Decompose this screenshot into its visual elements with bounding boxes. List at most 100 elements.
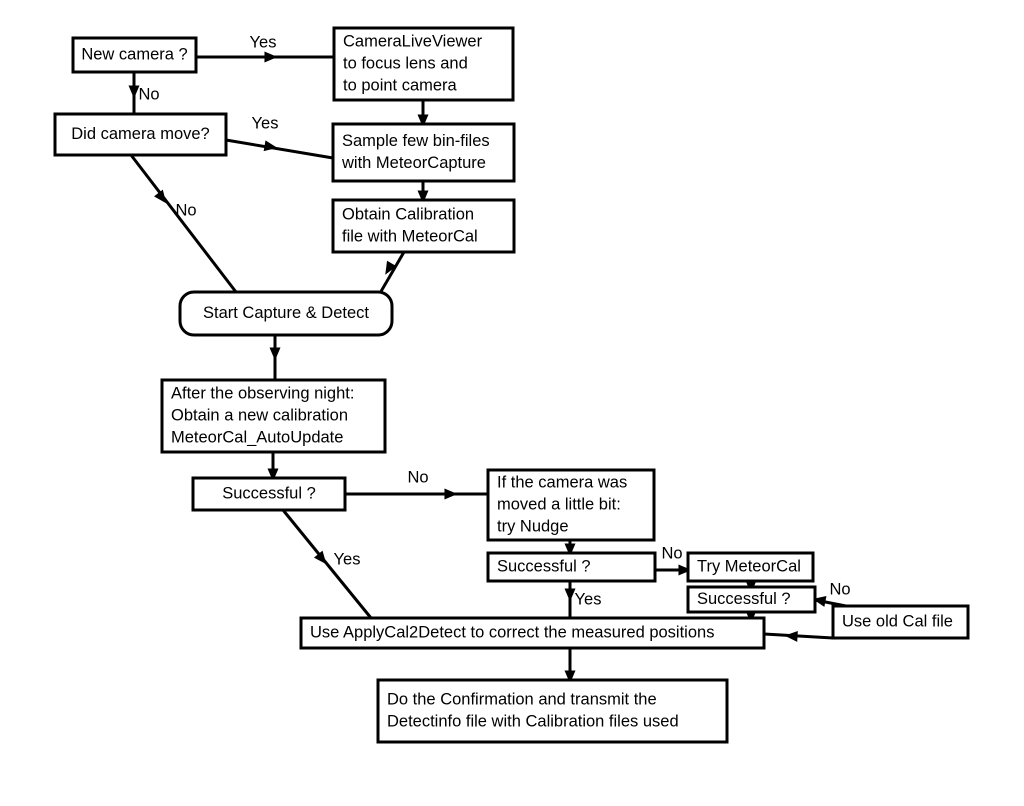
edge-new-camera-to-liveviewer xyxy=(196,51,334,63)
arrow-head xyxy=(417,190,429,204)
node-shape xyxy=(831,604,970,640)
node-successful-1[interactable]: Successful ? xyxy=(191,476,347,512)
node-shape xyxy=(191,476,347,512)
arrow-head xyxy=(128,85,140,99)
edge-label-successful2-no-to-trymeteorcal: No xyxy=(661,544,682,562)
node-successful-3[interactable]: Successful ? xyxy=(686,585,817,614)
node-shape xyxy=(71,36,198,74)
nodes-layer: New camera ? CameraLiveViewer to focus len… xyxy=(53,26,970,744)
arrow-head xyxy=(267,468,279,482)
arrow-head xyxy=(313,550,327,565)
node-label: Do the Confirmation and transmit the xyxy=(387,690,657,708)
node-shape xyxy=(686,585,817,614)
edge-line xyxy=(225,138,334,160)
arrow-head xyxy=(564,588,576,602)
node-label: Successful ? xyxy=(222,484,316,502)
node-camera-live-viewer[interactable]: CameraLiveViewer to focus lens and to poin… xyxy=(332,26,515,102)
edge-label-did-move-to-sample: Yes xyxy=(252,114,279,132)
edge-new-camera-to-did-move xyxy=(128,72,140,114)
edge-start-to-after-night xyxy=(269,335,281,380)
edge-applycal-to-confirmation xyxy=(564,648,576,684)
node-label: Start Capture & Detect xyxy=(203,304,369,322)
edge-sample-to-obtain-cal xyxy=(417,181,429,204)
edge-label-new-camera-to-liveviewer: Yes xyxy=(250,33,277,51)
node-label: Try MeteorCal xyxy=(697,557,801,575)
node-label: Successful ? xyxy=(497,557,591,575)
edge-liveviewer-to-sample xyxy=(417,100,429,128)
node-try-meteorcal[interactable]: Try MeteorCal xyxy=(686,551,815,583)
edges-layer xyxy=(128,51,847,684)
edge-label-successful1-no-to-if-camera: No xyxy=(407,468,428,486)
node-label: CameraLiveViewer xyxy=(343,32,483,50)
node-label: After the observing night: xyxy=(171,384,354,402)
edge-did-move-to-start xyxy=(129,154,238,293)
node-new-camera[interactable]: New camera ? xyxy=(71,36,198,74)
node-shape xyxy=(486,551,657,583)
edge-use-old-cal-to-applycal xyxy=(763,630,834,642)
node-obtain-calibration[interactable]: Obtain Calibration file with MeteorCal xyxy=(331,198,516,254)
arrow-head xyxy=(678,564,692,576)
node-label: Obtain Calibration xyxy=(342,205,474,223)
edge-line xyxy=(129,154,238,293)
node-use-old-cal-file[interactable]: Use old Cal file xyxy=(831,604,970,640)
node-shape xyxy=(486,468,656,542)
node-shape xyxy=(332,26,515,102)
edge-successful1-yes-to-applycal xyxy=(281,509,373,619)
node-label: to point camera xyxy=(343,76,458,94)
node-label: Obtain a new calibration xyxy=(171,406,348,424)
node-start-capture-detect[interactable]: Start Capture & Detect xyxy=(178,290,394,337)
arrow-head xyxy=(264,51,278,63)
node-shape xyxy=(299,616,766,650)
edge-label-new-camera-to-did-move: No xyxy=(138,85,159,103)
edge-successful1-no-to-if-camera xyxy=(345,488,488,500)
arrow-head xyxy=(564,670,576,684)
node-use-applycal2detect[interactable]: Use ApplyCal2Detect to correct the measu… xyxy=(299,616,766,650)
edge-label-successful1-yes-to-applycal: Yes xyxy=(334,550,361,568)
node-shape xyxy=(376,678,729,744)
node-label: Sample few bin-files xyxy=(342,132,490,150)
edge-successful2-no-to-trymeteorcal xyxy=(655,564,692,576)
edge-line xyxy=(763,632,834,640)
arrow-head xyxy=(154,189,167,204)
node-label: Detectinfo file with Calibration files u… xyxy=(387,712,679,730)
node-label: try Nudge xyxy=(497,517,569,535)
arrow-head xyxy=(263,140,278,152)
arrow-head xyxy=(444,488,458,500)
node-sample-bin-files[interactable]: Sample few bin-files with MeteorCapture xyxy=(331,122,516,183)
node-did-camera-move[interactable]: Did camera move? xyxy=(53,112,228,157)
node-do-confirmation[interactable]: Do the Confirmation and transmit theDete… xyxy=(376,678,729,744)
node-label: New camera ? xyxy=(81,45,187,63)
node-shape xyxy=(53,112,228,157)
arrow-head xyxy=(269,347,281,361)
node-label: to focus lens and xyxy=(343,54,468,72)
node-label: file with MeteorCal xyxy=(342,227,478,245)
node-label: Did camera move? xyxy=(71,125,209,143)
edge-label-did-move-to-start: No xyxy=(175,201,196,219)
arrow-head xyxy=(417,114,429,128)
edge-if-camera-to-successful2 xyxy=(564,540,576,557)
node-shape xyxy=(686,551,815,583)
node-shape xyxy=(331,122,516,183)
node-label: with MeteorCapture xyxy=(341,154,486,172)
edge-did-move-to-sample xyxy=(225,138,334,160)
node-label: Successful ? xyxy=(697,590,791,608)
arrow-head xyxy=(385,260,397,275)
edge-line xyxy=(281,509,373,619)
edge-label-successful2-yes-to-applycal: Yes xyxy=(575,590,602,608)
arrow-head xyxy=(564,543,576,557)
node-after-observing-night[interactable]: After the observing night: Obtain a new c… xyxy=(160,378,387,454)
node-shape xyxy=(160,378,387,454)
node-shape xyxy=(331,198,516,254)
edge-after-night-to-successful1 xyxy=(267,452,279,482)
node-label: Use ApplyCal2Detect to correct the measu… xyxy=(310,623,714,641)
node-label: If the camera was xyxy=(497,473,627,491)
node-shape xyxy=(178,290,394,337)
node-successful-2[interactable]: Successful ? xyxy=(486,551,657,583)
arrow-head xyxy=(784,630,798,642)
edge-label-use-old-cal-no-to-successful3: No xyxy=(829,580,850,598)
edge-successful2-yes-to-applycal xyxy=(564,581,576,618)
